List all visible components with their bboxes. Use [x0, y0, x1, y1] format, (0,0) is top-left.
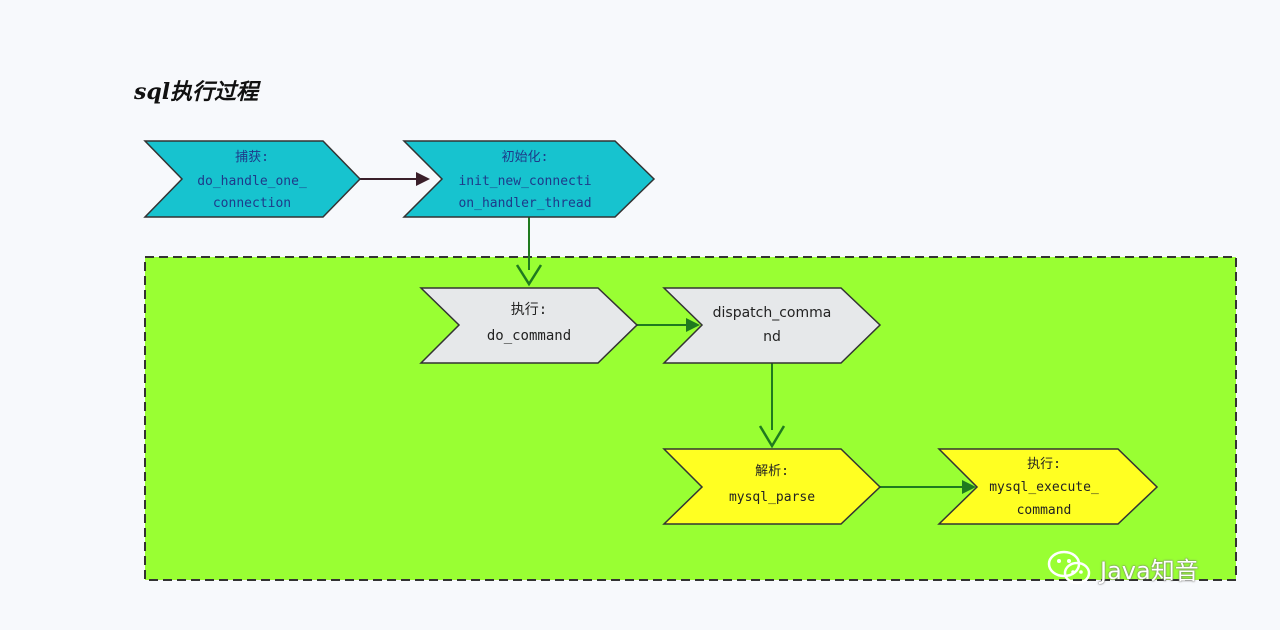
arrowhead-n3-n4: [686, 318, 700, 332]
arrowhead-n1-n2: [416, 172, 430, 186]
node-n2-line-3: on_handler_thread: [458, 196, 591, 211]
node-n1-shape: [143, 140, 362, 218]
watermark: Java知音: [1046, 548, 1199, 588]
watermark-text: Java知音: [1100, 556, 1199, 585]
node-n6-label: 执行: mysql_execute_ command: [989, 457, 1099, 518]
arrowhead-n5-n6: [962, 480, 976, 494]
node-n4-label: dispatch_comma nd: [713, 305, 832, 345]
node-n3-shape: [419, 287, 639, 364]
node-n3-label: 执行: do_command: [487, 302, 571, 344]
node-n4-line-2: nd: [763, 329, 781, 345]
node-n4-shape: [662, 287, 882, 364]
diagram-title: sql执行过程: [134, 79, 259, 105]
node-n5-line-2: mysql_parse: [729, 490, 815, 505]
node-n4-line-1: dispatch_comma: [713, 305, 832, 321]
node-n1-line-3: connection: [213, 196, 291, 211]
node-n5-label: 解析: mysql_parse: [729, 464, 815, 505]
node-n3-line-2: do_command: [487, 328, 571, 344]
node-n6-line-2: mysql_execute_: [989, 480, 1099, 495]
node-n5-line-1: 解析:: [755, 464, 789, 479]
node-n6-shape: [937, 448, 1159, 525]
node-n2-line-2: init_new_connecti: [458, 174, 591, 189]
node-n1-line-2: do_handle_one_: [197, 174, 307, 189]
node-n3-line-1: 执行:: [511, 302, 547, 318]
node-n2-line-1: 初始化:: [502, 150, 549, 165]
node-n5-shape: [662, 448, 882, 525]
node-n6-line-3: command: [1017, 503, 1072, 518]
arrowhead-n2-n3: [515, 264, 543, 287]
wechat-icon: [1047, 550, 1091, 585]
node-n2-shape: [402, 140, 656, 218]
node-n1-label: 捕获: do_handle_one_ connection: [197, 149, 307, 211]
node-n6-line-1: 执行:: [1027, 457, 1061, 472]
node-n2-label: 初始化: init_new_connecti on_handler_thread: [458, 150, 591, 211]
arrowhead-n4-n5: [758, 425, 786, 449]
node-n1-line-1: 捕获:: [235, 149, 269, 165]
